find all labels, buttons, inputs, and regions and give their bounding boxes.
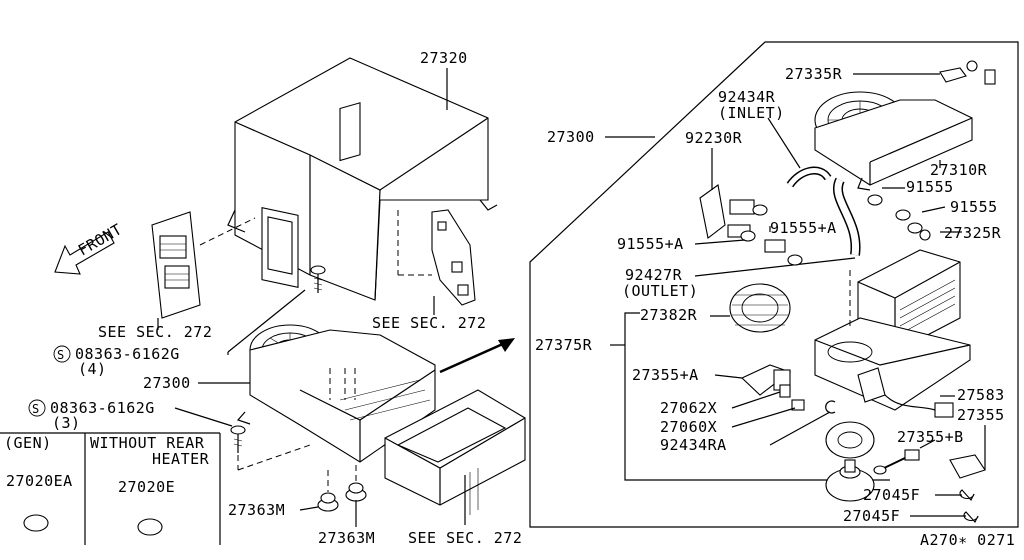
rear-heater-panel <box>529 41 1019 528</box>
label-27363m-a: 27363M <box>228 501 285 519</box>
label-outlet: (OUTLET) <box>622 282 698 300</box>
air-duct <box>384 389 526 515</box>
reference-arrow-icon <box>439 338 515 374</box>
label-bolt-b-qty: (3) <box>52 414 81 432</box>
vent-grille-panel <box>151 211 201 319</box>
label-27325r: 27325R <box>944 224 1002 242</box>
clamp-91555 <box>740 194 923 266</box>
label-27045f-a: 27045F <box>863 486 920 504</box>
label-see-sec-272-b: SEE SEC. 272 <box>372 314 486 332</box>
hose-92434r-inlet <box>786 166 832 188</box>
label-27375r: 27375R <box>535 336 593 354</box>
screw-08363-upper <box>310 265 326 293</box>
label-91555-b: 91555 <box>950 198 998 216</box>
label-27320: 27320 <box>420 49 468 67</box>
label-heater: HEATER <box>152 450 210 468</box>
label-27300-left: 27300 <box>143 374 191 392</box>
motor-plate <box>825 421 875 459</box>
label-27355: 27355 <box>957 406 1005 424</box>
label-27300-right: 27300 <box>547 128 595 146</box>
icon-s-b: S <box>32 402 40 416</box>
connector-27060x <box>791 399 805 411</box>
label-see-sec-272-c: SEE SEC. 272 <box>408 529 522 547</box>
label-27060x: 27060X <box>660 418 717 436</box>
label-92434ra: 92434RA <box>660 436 727 454</box>
blower-fan-27382r <box>729 283 791 333</box>
label-27020ea: 27020EA <box>6 472 73 490</box>
label-91555-a: 91555 <box>906 178 954 196</box>
label-bolt-b: 08363-6162G <box>50 399 155 417</box>
grommet-27363m-b <box>345 482 367 502</box>
grommet-27363m-a <box>317 492 339 512</box>
screw-27335r <box>939 60 996 85</box>
screw-08363-lower <box>230 425 246 453</box>
label-27355b: 27355+B <box>897 428 964 446</box>
label-91555a-right: 91555+A <box>770 219 837 237</box>
label-inlet: (INLET) <box>718 104 785 122</box>
variant-table <box>0 432 221 545</box>
clip-27045f-b <box>963 511 979 523</box>
label-bolt-a-qty: (4) <box>78 360 107 378</box>
label-27045f-b: 27045F <box>843 507 900 525</box>
clip-27045f-a <box>959 489 975 501</box>
label-see-sec-272-a: SEE SEC. 272 <box>98 323 212 341</box>
resistor-27062x <box>773 369 791 398</box>
heater-case-cover-27320 <box>227 57 498 301</box>
label-92434r: 92434R <box>718 88 776 106</box>
hose-92427r-outlet <box>833 177 861 256</box>
label-27020e: 27020E <box>118 478 175 496</box>
label-27310r: 27310R <box>930 161 988 179</box>
front-arrow-icon <box>54 231 115 275</box>
label-27062x: 27062X <box>660 399 717 417</box>
label-gen: (GEN) <box>4 434 52 452</box>
label-91555a-left: 91555+A <box>617 235 684 253</box>
blower-assembly-27300 <box>236 324 436 463</box>
icon-s-a: S <box>57 348 65 362</box>
label-27382r: 27382R <box>640 306 698 324</box>
footer-code: A270∗ 0271 <box>920 531 1015 549</box>
label-front: FRONT <box>75 220 125 259</box>
screw-27355b <box>873 449 920 475</box>
label-27355a: 27355+A <box>632 366 699 384</box>
label-92427r: 92427R <box>625 266 683 284</box>
rear-blower-case-27310r <box>814 91 973 191</box>
label-27335r: 27335R <box>785 65 843 83</box>
valve-92230r <box>699 184 755 239</box>
clip-92434ra <box>825 400 836 414</box>
mounting-bracket <box>431 209 476 306</box>
label-27363m-b: 27363M <box>318 529 375 547</box>
bracket-27355 <box>949 454 986 479</box>
label-without-rear: WITHOUT REAR <box>90 434 205 452</box>
label-92230r: 92230R <box>685 129 743 147</box>
connector-27583 <box>857 367 954 418</box>
label-bolt-a: 08363-6162G <box>75 345 180 363</box>
lower-case <box>814 317 971 411</box>
label-27583: 27583 <box>957 386 1005 404</box>
blower-motor <box>825 459 875 502</box>
